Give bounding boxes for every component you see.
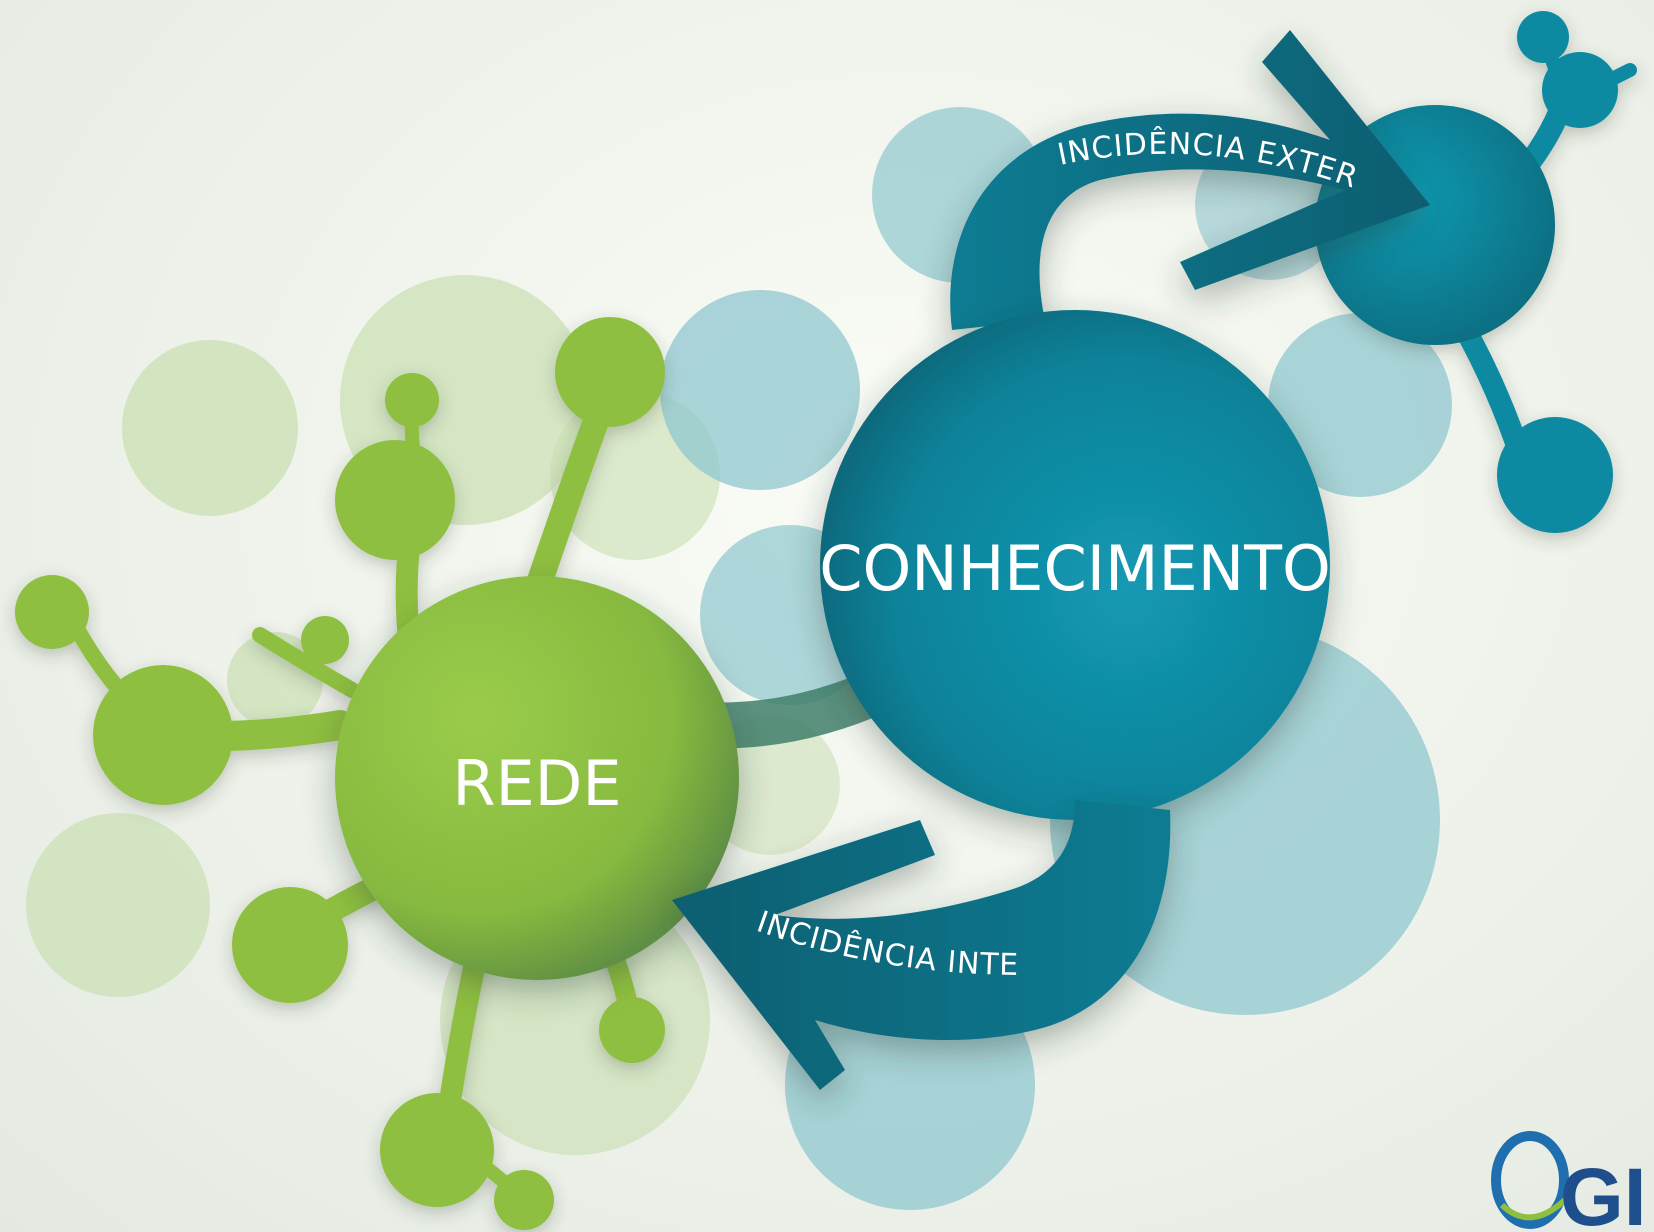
external-incidence-arrow[interactable]: INCIDÊNCIA EXTERNA — [0, 0, 1430, 330]
conhecimento-node[interactable] — [820, 310, 1330, 820]
bg-circle — [660, 290, 860, 490]
rede-satellite — [599, 997, 665, 1063]
rede-satellite — [494, 1170, 554, 1230]
rede-satellite — [301, 616, 349, 664]
bg-circle — [26, 813, 210, 997]
rede-satellite — [385, 373, 439, 427]
rede-label: REDE — [452, 747, 621, 820]
background-circles — [26, 107, 1452, 1210]
rede-satellite — [232, 887, 348, 1003]
gi-logo: GI — [1491, 1131, 1647, 1232]
teal-satellite — [1517, 11, 1569, 63]
rede-satellite — [93, 665, 233, 805]
logo-swirl-icon — [1491, 1131, 1569, 1229]
rede-satellite — [335, 440, 455, 560]
teal-satellite — [1497, 417, 1613, 533]
bg-circle — [1268, 313, 1452, 497]
rede-satellite — [380, 1093, 494, 1207]
rede-node[interactable] — [335, 576, 739, 980]
teal-satellite — [1542, 52, 1618, 128]
logo-text: GI — [1560, 1152, 1647, 1232]
rede-satellite — [555, 317, 665, 427]
conhecimento-label: CONHECIMENTO — [819, 532, 1331, 605]
external-arrow-body — [950, 30, 1430, 330]
logo-swirl-accent — [1499, 1197, 1568, 1221]
internal-arrow-body — [672, 800, 1171, 1090]
rede-satellite — [15, 575, 89, 649]
bg-circle — [122, 340, 298, 516]
